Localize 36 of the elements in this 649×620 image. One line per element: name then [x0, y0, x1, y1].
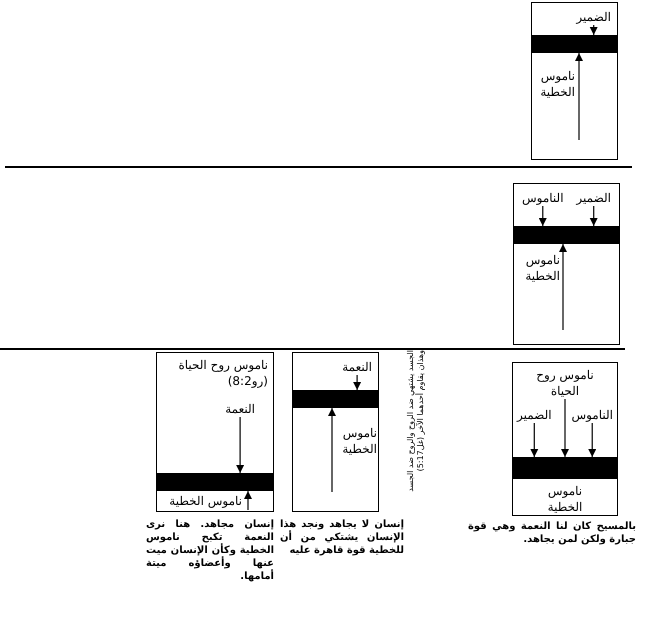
term-label: الضمير	[576, 190, 611, 206]
arrow	[236, 417, 244, 473]
panel-frame	[531, 2, 618, 160]
arrow	[530, 423, 538, 457]
horizontal-bar	[293, 390, 378, 408]
arrow	[559, 244, 567, 330]
arrow	[244, 491, 252, 510]
panel-frame	[156, 352, 274, 512]
arrow	[538, 206, 547, 226]
term-label: الضمير	[576, 9, 611, 25]
term-label: ناموس الخطية	[530, 483, 600, 515]
arrow	[328, 408, 336, 492]
arrow	[575, 53, 583, 140]
term-label: النعمة	[225, 401, 255, 417]
vertical-note: الجسد يشتهي ضد الروح والروح ضد الجسد وهذان يقاوم أحدهما الآخر (غل5:17)	[406, 350, 426, 494]
description-text: بالمسيح كان لنا النعمة وهي قوة جبارة ولكن لمن يجاهد.	[468, 520, 636, 546]
horizontal-bar	[532, 35, 617, 53]
arrow	[588, 423, 596, 457]
arrow	[561, 399, 569, 457]
term-label: ناموس روح الحياة (رو8:2)	[162, 357, 268, 389]
arrow	[590, 25, 598, 35]
horizontal-bar	[514, 226, 619, 244]
arrow	[353, 375, 362, 390]
arrow	[590, 206, 598, 226]
horizontal-bar	[157, 473, 273, 491]
horizontal-bar	[513, 457, 617, 479]
term-label: الناموس	[571, 407, 613, 423]
panel-frame	[292, 352, 379, 512]
term-label: ناموس روح الحياة	[525, 367, 605, 399]
term-label: النعمة	[342, 359, 372, 375]
description-text: إنسان لا يجاهد ونجد هذا الإنسان يشتكي من أن للخطية قوة قاهرة عليه	[280, 518, 404, 557]
term-label: الناموس	[522, 190, 564, 206]
description-text: إنسان مجاهد. هنا نرى النعمة تكبح ناموس الخطية وكأن الإنسان ميت عنها وأعضاؤه ميتة أمامها.	[146, 518, 274, 583]
term-label: الضمير	[517, 407, 552, 423]
panel-frame	[512, 362, 618, 516]
panel-frame	[513, 183, 620, 345]
